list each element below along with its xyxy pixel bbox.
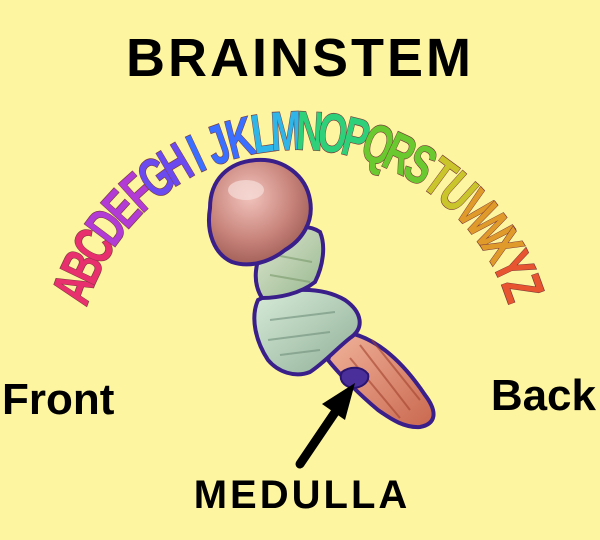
pons-lower-region (252, 287, 362, 377)
medulla-arrow (295, 383, 355, 469)
alphabet-letter-m: M (269, 99, 303, 162)
back-label: Back (491, 371, 597, 420)
alphabet-letter-n: N (295, 99, 325, 162)
front-label: Front (2, 375, 115, 424)
brainstem-illustration (207, 157, 436, 430)
medulla-label: MEDULLA (194, 473, 411, 517)
medulla-spot (339, 366, 370, 390)
page-title: BRAINSTEM (126, 28, 474, 88)
